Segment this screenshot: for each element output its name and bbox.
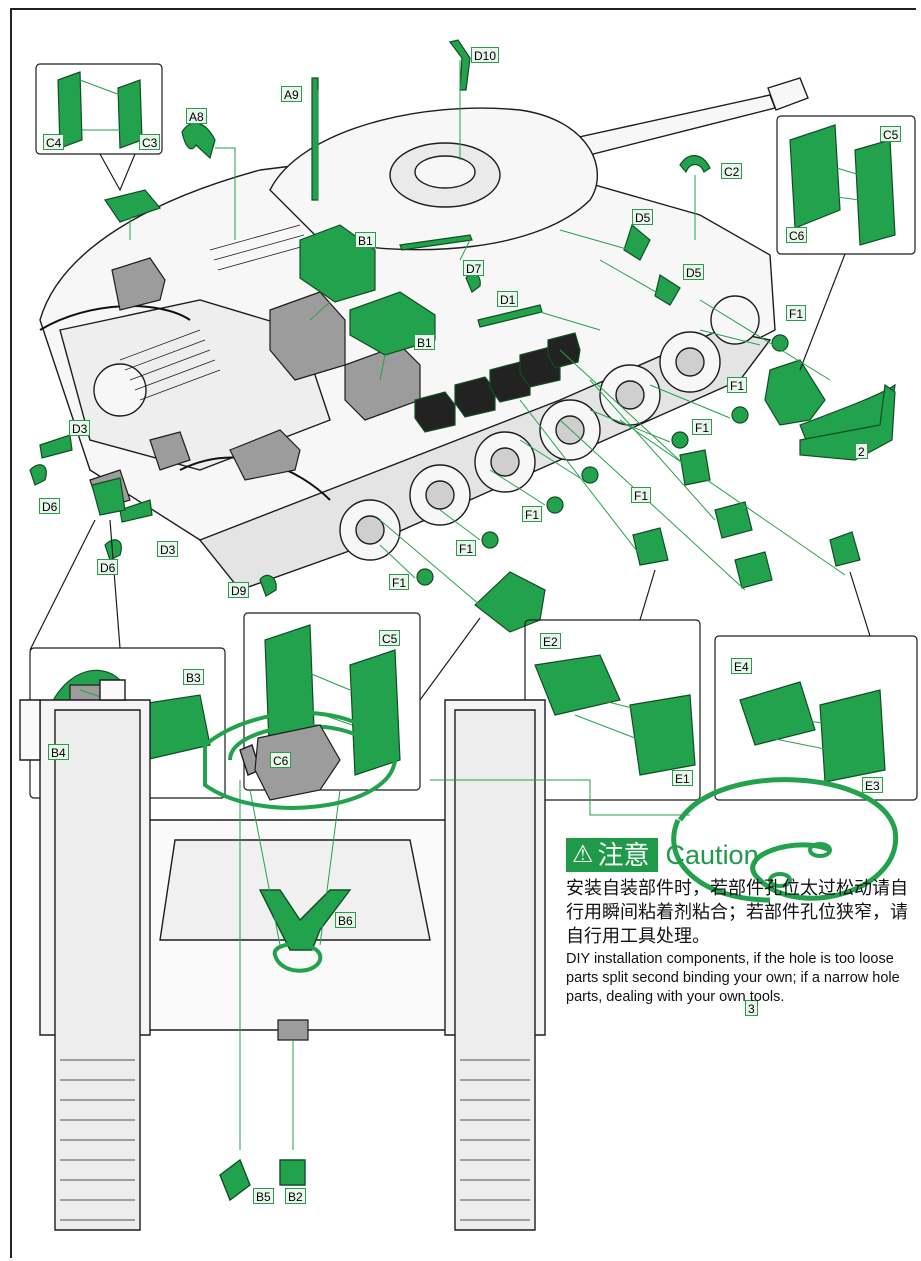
- rear-green-parts: [203, 711, 398, 1202]
- part-label-c5-top: C5: [880, 126, 902, 142]
- part-label-d10: D10: [471, 47, 500, 63]
- tow-cable-eyes: [768, 842, 832, 888]
- part-label-f1-e: F1: [522, 506, 543, 522]
- part-label-3: 3: [745, 1000, 758, 1016]
- bracket-part-2: [799, 383, 896, 461]
- green-parts-top: [29, 39, 896, 633]
- part-label-b4: B4: [48, 744, 69, 760]
- part-label-e1: E1: [672, 770, 693, 786]
- caution-tag: ⚠ 注意: [566, 838, 658, 872]
- part-label-e2: E2: [540, 633, 561, 649]
- tow-cable: [671, 777, 899, 903]
- part-label-a9: A9: [281, 86, 302, 102]
- part-label-a8: A8: [186, 108, 207, 124]
- part-label-b1-b: B1: [414, 334, 435, 350]
- part-label-d6-b: D6: [97, 559, 119, 575]
- part-label-f1-d: F1: [631, 487, 652, 503]
- part-label-d9: D9: [228, 582, 250, 598]
- part-label-d1: D1: [497, 291, 519, 307]
- caution-cn-text: 安装自装部件时，若部件孔位太过松动请自行用瞬间粘着剂粘合；若部件孔位狭窄，请自行…: [566, 878, 908, 946]
- part-label-f1-b: F1: [727, 377, 748, 393]
- part-label-f1-c: F1: [692, 419, 713, 435]
- caution-en-text: DIY installation components, if the hole…: [566, 951, 900, 1005]
- part-label-f1-f: F1: [456, 540, 477, 556]
- part-label-b6: B6: [335, 912, 356, 928]
- part-label-c6-mid: C6: [270, 752, 292, 768]
- page-border: [10, 8, 916, 1258]
- part-label-d3-a: D3: [69, 420, 91, 436]
- part-label-d7: D7: [463, 260, 485, 276]
- caution-cn-title: 注意: [597, 840, 650, 870]
- part-label-2: 2: [855, 443, 868, 459]
- part-label-d5-b: D5: [683, 264, 705, 280]
- caution-header: ⚠ 注意 Caution: [566, 838, 916, 872]
- part-label-c3: C3: [139, 134, 161, 150]
- part-label-c6-top: C6: [786, 227, 808, 243]
- track-links: [60, 1059, 530, 1221]
- callout-arrows: [79, 79, 861, 751]
- part-label-b5: B5: [253, 1188, 274, 1204]
- caution-en-title: Caution: [665, 839, 759, 870]
- rear-gray-parts: [254, 724, 341, 1041]
- part-label-b2: B2: [285, 1188, 306, 1204]
- rear-leaders: [239, 779, 690, 1150]
- part-label-f1-a: F1: [786, 305, 807, 321]
- part-label-f1-g: F1: [389, 574, 410, 590]
- part-label-c2: C2: [721, 163, 743, 179]
- part-label-e3: E3: [862, 777, 883, 793]
- part-label-b3: B3: [183, 669, 204, 685]
- part-label-c5-mid: C5: [379, 630, 401, 646]
- part-label-d5-a: D5: [632, 209, 654, 225]
- part-label-d3-b: D3: [157, 541, 179, 557]
- caution-note: ⚠ 注意 Caution 安装自装部件时，若部件孔位太过松动请自行用瞬间粘着剂粘…: [566, 838, 916, 1007]
- warning-triangle-icon: ⚠: [572, 841, 594, 868]
- leader-lines: [129, 60, 846, 606]
- part-label-c4: C4: [43, 134, 65, 150]
- part-label-e4: E4: [731, 658, 752, 674]
- part-label-b1-a: B1: [355, 232, 376, 248]
- part-label-d6-a: D6: [39, 498, 61, 514]
